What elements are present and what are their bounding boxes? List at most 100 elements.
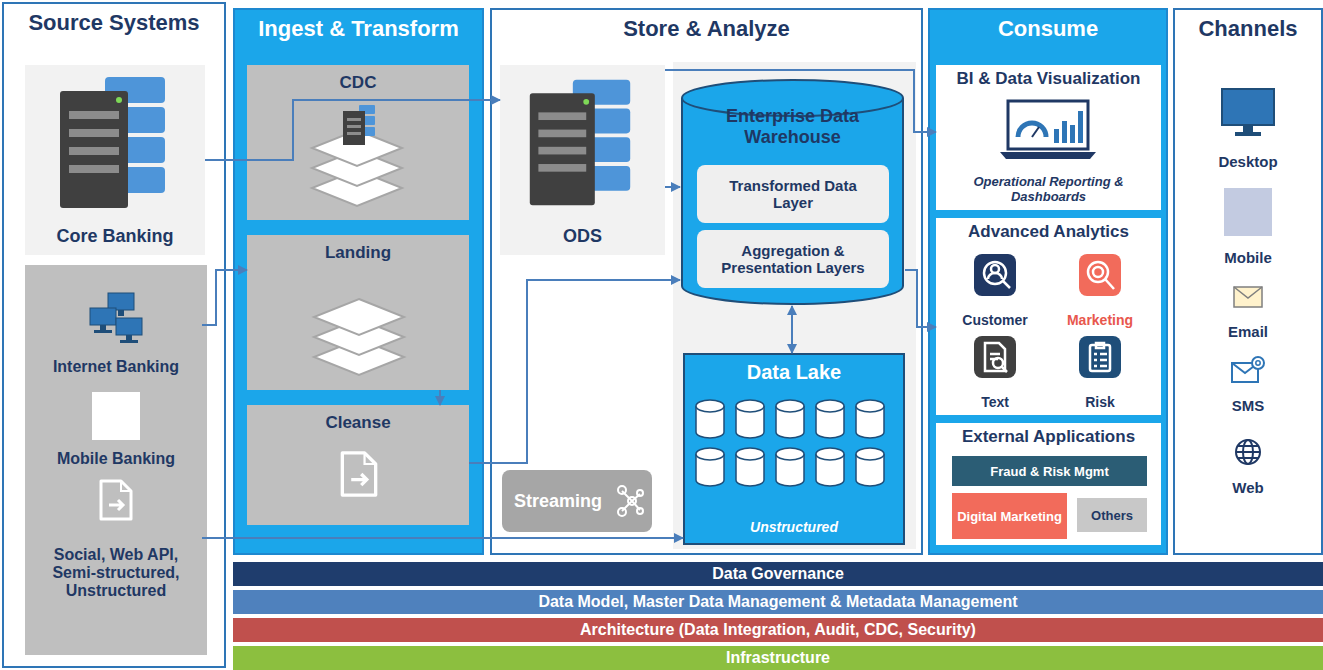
node-label: Core Banking (56, 226, 173, 255)
layers-icon (309, 277, 409, 382)
channel-item: Web (1185, 436, 1311, 496)
analytics-item: Risk (1050, 334, 1150, 410)
layer-box: Transformed Data Layer (697, 165, 889, 223)
source-box: Core Banking (25, 65, 205, 255)
node-label: Streaming (502, 491, 602, 512)
process-box: CDC (247, 65, 469, 220)
node-label: ODS (563, 226, 602, 255)
flow-arrow (665, 186, 680, 188)
node-label: Fraud & Risk Mgmt (986, 464, 1112, 479)
node-label: External Applications (962, 423, 1135, 447)
app-tag: Others (1077, 498, 1147, 532)
itext-icon (974, 336, 1016, 378)
node-label: Cleanse (325, 405, 390, 433)
chart-icon (998, 99, 1098, 161)
icust-icon (974, 254, 1016, 296)
source-item: Internet Banking (30, 290, 202, 378)
flow-arrow (469, 280, 680, 463)
node-label: Desktop (1218, 153, 1277, 170)
app-tag: Fraud & Risk Mgmt (952, 456, 1147, 486)
layer-band: Infrastructure (233, 646, 1323, 670)
node-subtitle: Unstructured (750, 519, 838, 543)
pcs-icon (88, 292, 144, 344)
wsq-icon (92, 392, 140, 440)
node-label: Aggregation & Presentation Layers (697, 242, 889, 276)
node-label: Architecture (Data Integration, Audit, C… (580, 621, 976, 639)
node-label: Social, Web API, Semi-structured, Unstru… (30, 546, 202, 602)
env-icon (1233, 286, 1263, 308)
node-label: Consume (998, 10, 1098, 42)
layer-band: Data Model, Master Data Management & Met… (233, 590, 1323, 614)
node-label: Others (1091, 508, 1133, 523)
consume-panel: Advanced AnalyticsCustomer MarketingText R… (936, 218, 1161, 415)
analytics-item: Text (950, 334, 1040, 410)
msq-icon (1224, 188, 1272, 236)
lcdc-icon (307, 103, 407, 213)
doc-icon (98, 478, 134, 522)
node-label: Risk (1085, 394, 1115, 410)
channel-item: SMS (1185, 354, 1311, 414)
flow-arrow (665, 70, 936, 132)
server-icon (55, 75, 170, 210)
process-box: Landing (247, 235, 469, 390)
node-label: Data Governance (712, 565, 844, 583)
node-label: Internet Banking (53, 358, 179, 378)
node-label: Data Model, Master Data Management & Met… (538, 593, 1017, 611)
analytics-item: Marketing (1050, 252, 1150, 328)
source-item: Social, Web API, Semi-structured, Unstru… (30, 478, 202, 602)
mon-icon (1221, 88, 1275, 138)
imkt-icon (1079, 254, 1121, 296)
node-label: Text (981, 394, 1009, 410)
flow-arrow (202, 270, 247, 325)
node-label: Customer (962, 312, 1027, 328)
flow-arrow (905, 270, 936, 327)
column-panel: ChannelsDesktopMobileEmailSMS Web (1173, 8, 1323, 555)
globe-icon (1234, 438, 1262, 466)
column-panel: Ingest & TransformCDCLandingCleanse (233, 8, 484, 555)
consume-panel: BI & Data VisualizationOperational Repor… (936, 65, 1161, 210)
node-label: Enterprise Data Warehouse (680, 78, 905, 148)
channel-item: Desktop (1185, 88, 1311, 170)
node-label: Store & Analyze (623, 10, 790, 42)
channel-item: Mobile (1185, 186, 1311, 266)
node-label: Marketing (1067, 312, 1133, 328)
server-icon (525, 75, 635, 210)
source-item: Mobile Banking (30, 392, 202, 470)
node-label: Landing (325, 235, 391, 263)
node-label: Email (1228, 323, 1268, 340)
analytics-item: Customer (950, 252, 1040, 328)
layer-box: Aggregation & Presentation Layers (697, 230, 889, 288)
node-label: Mobile Banking (57, 450, 175, 470)
flow-arrow (202, 537, 683, 539)
layer-band: Data Governance (233, 562, 1323, 586)
node-label: Infrastructure (726, 649, 830, 667)
flow-arrow (439, 390, 441, 405)
sicon-icon (612, 484, 644, 518)
column-panel: Consume BI & Data VisualizationOperationa… (928, 8, 1168, 555)
channel-item: Email (1185, 284, 1311, 340)
node-label: Source Systems (28, 4, 199, 36)
consume-panel: External ApplicationsFraud & Risk MgmtDi… (936, 423, 1161, 545)
flow-arrow (205, 100, 500, 160)
layer-band: Architecture (Data Integration, Audit, C… (233, 618, 1323, 642)
process-box: Cleanse (247, 405, 469, 525)
node-label: Data Lake (747, 355, 842, 384)
node-label: BI & Data Visualization (957, 65, 1141, 89)
column-panel: Store & AnalyzeODS Enterprise Data Wareho… (490, 8, 923, 555)
sms-icon (1231, 356, 1265, 384)
node-label: Mobile (1224, 249, 1272, 266)
node-label: Transformed Data Layer (697, 177, 889, 211)
doc-icon (339, 449, 379, 499)
node-label: SMS (1232, 397, 1265, 414)
node-label: Digital Marketing (953, 509, 1066, 524)
streaming-box: Streaming (502, 470, 652, 532)
node-label: Advanced Analytics (968, 218, 1129, 242)
store-box: ODS (500, 65, 665, 255)
flow-arrow (791, 306, 793, 353)
data-lake: Data LakeUnstructured (683, 353, 905, 545)
app-tag: Digital Marketing (952, 493, 1067, 539)
node-label: Channels (1198, 10, 1297, 42)
